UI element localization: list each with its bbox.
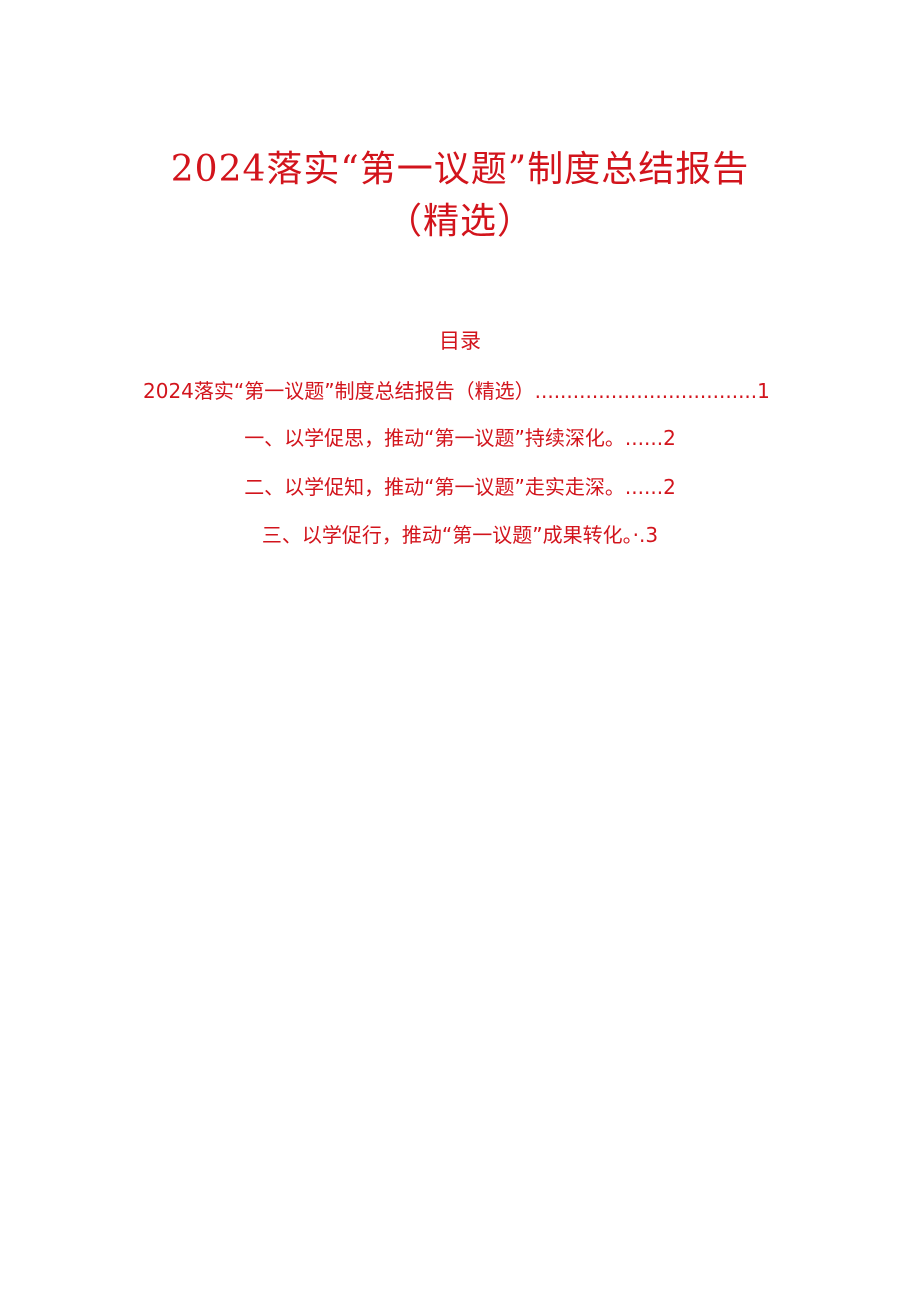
toc-entry-4[interactable]: 三、以学促行，推动“第一议题”成果转化。·.3 xyxy=(0,521,920,549)
toc-heading: 目录 xyxy=(439,329,481,353)
document-title-line-2: （精选） xyxy=(385,201,534,242)
document-title-line-1: 2024落实“第一议题”制度总结报告 xyxy=(170,149,750,190)
toc-entry-text: 一、以学促思，推动“第一议题”持续深化。 xyxy=(244,426,625,450)
toc-entry-text: 二、以学促知，推动“第一议题”走实走深。 xyxy=(244,475,625,499)
toc-entry-leader: ·. xyxy=(632,523,646,547)
toc-entry-page: 2 xyxy=(663,475,676,499)
toc-entry-page: 1 xyxy=(757,379,770,403)
toc-entry-leader: ...... xyxy=(624,426,664,450)
toc-entry-page: 2 xyxy=(663,426,676,450)
toc-entry-3[interactable]: 二、以学促知，推动“第一议题”走实走深。......2 xyxy=(0,473,920,501)
toc-entry-2[interactable]: 一、以学促思，推动“第一议题”持续深化。......2 xyxy=(0,424,920,452)
toc-entry-1[interactable]: 2024落实“第一议题”制度总结报告（精选）..................… xyxy=(143,377,783,405)
toc-entry-page: 3 xyxy=(645,523,659,547)
toc-entry-leader: ...... xyxy=(624,475,664,499)
toc-entry-text: 三、以学促行，推动“第一议题”成果转化。 xyxy=(261,523,633,547)
toc-entry-leader: ................................... xyxy=(534,379,758,403)
toc-entry-text: 2024落实“第一议题”制度总结报告（精选） xyxy=(143,379,535,403)
